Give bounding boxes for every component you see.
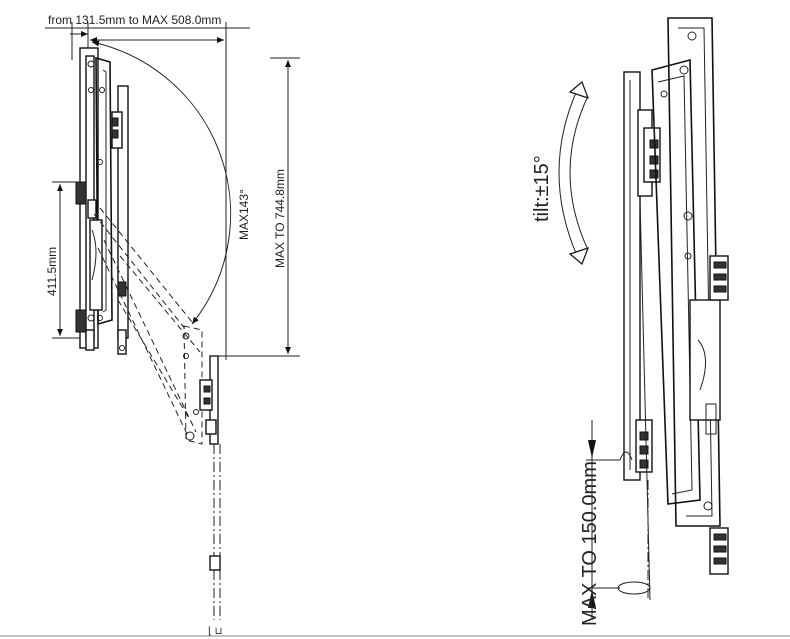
wall-plate-right: [667, 17, 729, 575]
plate-height-label: 411.5mm: [45, 247, 59, 296]
extended-arm: [93, 207, 203, 445]
extended-tv-bracket: ⌊ ⊔: [199, 355, 222, 637]
lateral-shift-label: MAX TO 150.0mm: [579, 461, 601, 626]
swing-angle-label: MAX143°: [237, 189, 251, 240]
arm: [651, 58, 701, 505]
depth-range-label: from 131.5mm to MAX 508.0mm: [48, 13, 221, 27]
height-label: MAX TO 744.8mm: [273, 169, 287, 268]
right-view: tilt:±15°: [531, 17, 729, 626]
left-view: from 131.5mm to MAX 508.0mm: [45, 13, 300, 637]
swing-angle: MAX143°: [91, 40, 251, 325]
height-dimension: MAX TO 744.8mm: [210, 57, 300, 357]
lateral-shift-dimension: MAX TO 150.0mm: [579, 420, 620, 626]
tv-bracket: [617, 71, 661, 601]
depth-dimension: from 131.5mm to MAX 508.0mm: [45, 13, 250, 360]
svg-text:⌊ ⊔: ⌊ ⊔: [208, 626, 222, 637]
tilt-label: tilt:±15°: [531, 155, 553, 222]
plate-height-dimension: 411.5mm: [45, 181, 80, 339]
tilt-indicator: tilt:±15°: [531, 80, 590, 266]
